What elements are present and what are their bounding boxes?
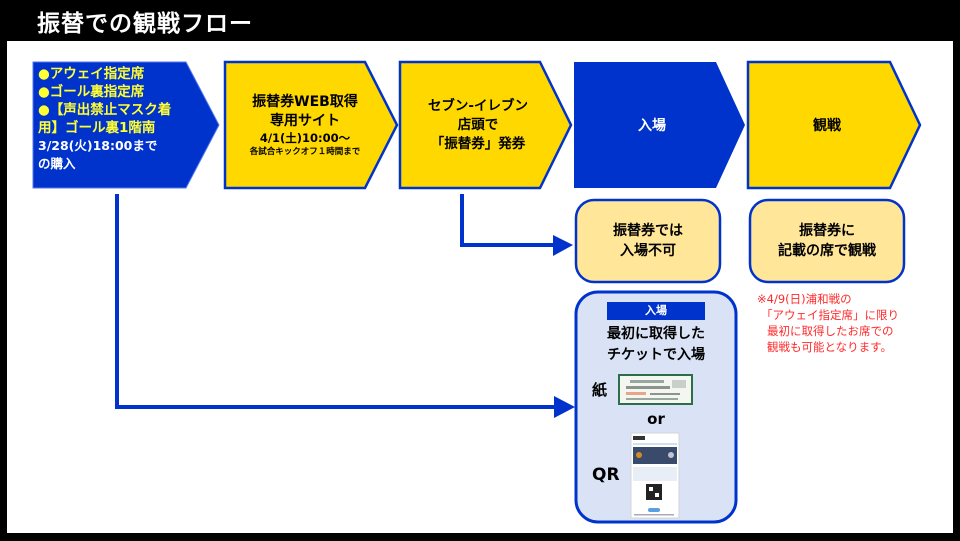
arrowhead-icon (554, 396, 575, 418)
connector-step1-to-entry (115, 194, 557, 409)
step-4-entry: 入場 (574, 62, 730, 188)
step-1-sub-line: の購入 (38, 156, 76, 171)
entry-line: 最初に取得した (607, 326, 705, 342)
note-line: 観戦も可能となります。 (767, 340, 893, 354)
result-box-no-entry: 振替券では 入場不可 (576, 200, 720, 282)
step-2-sub-line: 4/1(土)10:00～ (259, 130, 351, 145)
note-line: ※4/9(日)浦和戦の (757, 292, 852, 306)
step-3-shape (398, 60, 573, 190)
result-line: 入場不可 (620, 243, 676, 259)
step-2-small-line: 各試合キックオフ１時間まで (249, 146, 361, 157)
page-title: 振替での観戦フロー (37, 11, 253, 37)
step-1-line: ●【声出禁止マスク着 (38, 102, 172, 118)
note-line: 最初に取得したお席での (767, 324, 894, 338)
qr-label: QR (592, 465, 620, 485)
entry-line: チケットで入場 (607, 347, 705, 363)
entry-header: 入場 (607, 302, 705, 320)
paper-label: 紙 (592, 381, 608, 399)
result-line: 振替券では (613, 223, 683, 239)
step-1-shape (32, 61, 220, 189)
result-box-watch-seat: 振替券に 記載の席で観戦 (750, 200, 904, 282)
step-2-shape (223, 60, 399, 190)
step-3-line: セブン-イレブン (427, 97, 529, 114)
qr-ticket-image (630, 432, 680, 519)
entry-instructions: 最初に取得した チケットで入場 (576, 324, 736, 366)
step-5-line: 観戦 (813, 118, 841, 134)
result-line: 振替券に (799, 223, 855, 239)
connector-step3-to-result1 (460, 194, 556, 247)
step-1-line: ●アウェイ指定席 (38, 66, 145, 82)
result-line: 記載の席で観戦 (778, 243, 876, 259)
step-1-line: ●ゴール裏指定席 (38, 84, 145, 100)
step-3-line: 店頭で (457, 116, 499, 133)
step-1-purchase: ●アウェイ指定席 ●ゴール裏指定席 ●【声出禁止マスク着 用】ゴール裏1階南 3… (38, 65, 198, 173)
step-1-line: 用】ゴール裏1階南 (38, 120, 156, 136)
paper-ticket-image (618, 374, 693, 405)
step-3-seven-eleven: セブン-イレブン 店頭で 「振替券」発券 (400, 62, 556, 188)
step-5-shape (746, 60, 922, 190)
result-box-1-shape (574, 198, 722, 284)
away-seat-note: ※4/9(日)浦和戦の 「アウェイ指定席」に限り 最初に取得したお席での 観戦も… (757, 291, 899, 355)
arrowhead-icon (553, 235, 573, 256)
step-2-line: 専用サイト (270, 112, 340, 129)
result-box-2-shape (748, 198, 906, 284)
or-label: or (647, 410, 665, 428)
step-4-line: 入場 (638, 118, 666, 134)
step-2-web: 振替券WEB取得 専用サイト 4/1(土)10:00～ 各試合キックオフ１時間ま… (225, 62, 385, 188)
entry-box-shape (574, 290, 738, 524)
step-4-shape (574, 62, 745, 188)
step-3-line: 「振替券」発券 (430, 135, 526, 152)
note-line: 「アウェイ指定席」に限り (761, 308, 899, 322)
step-1-sub-line: 3/28(火)18:00まで (38, 138, 158, 153)
step-2-line: 振替券WEB取得 (252, 93, 358, 110)
step-5-watch: 観戦 (748, 62, 906, 188)
